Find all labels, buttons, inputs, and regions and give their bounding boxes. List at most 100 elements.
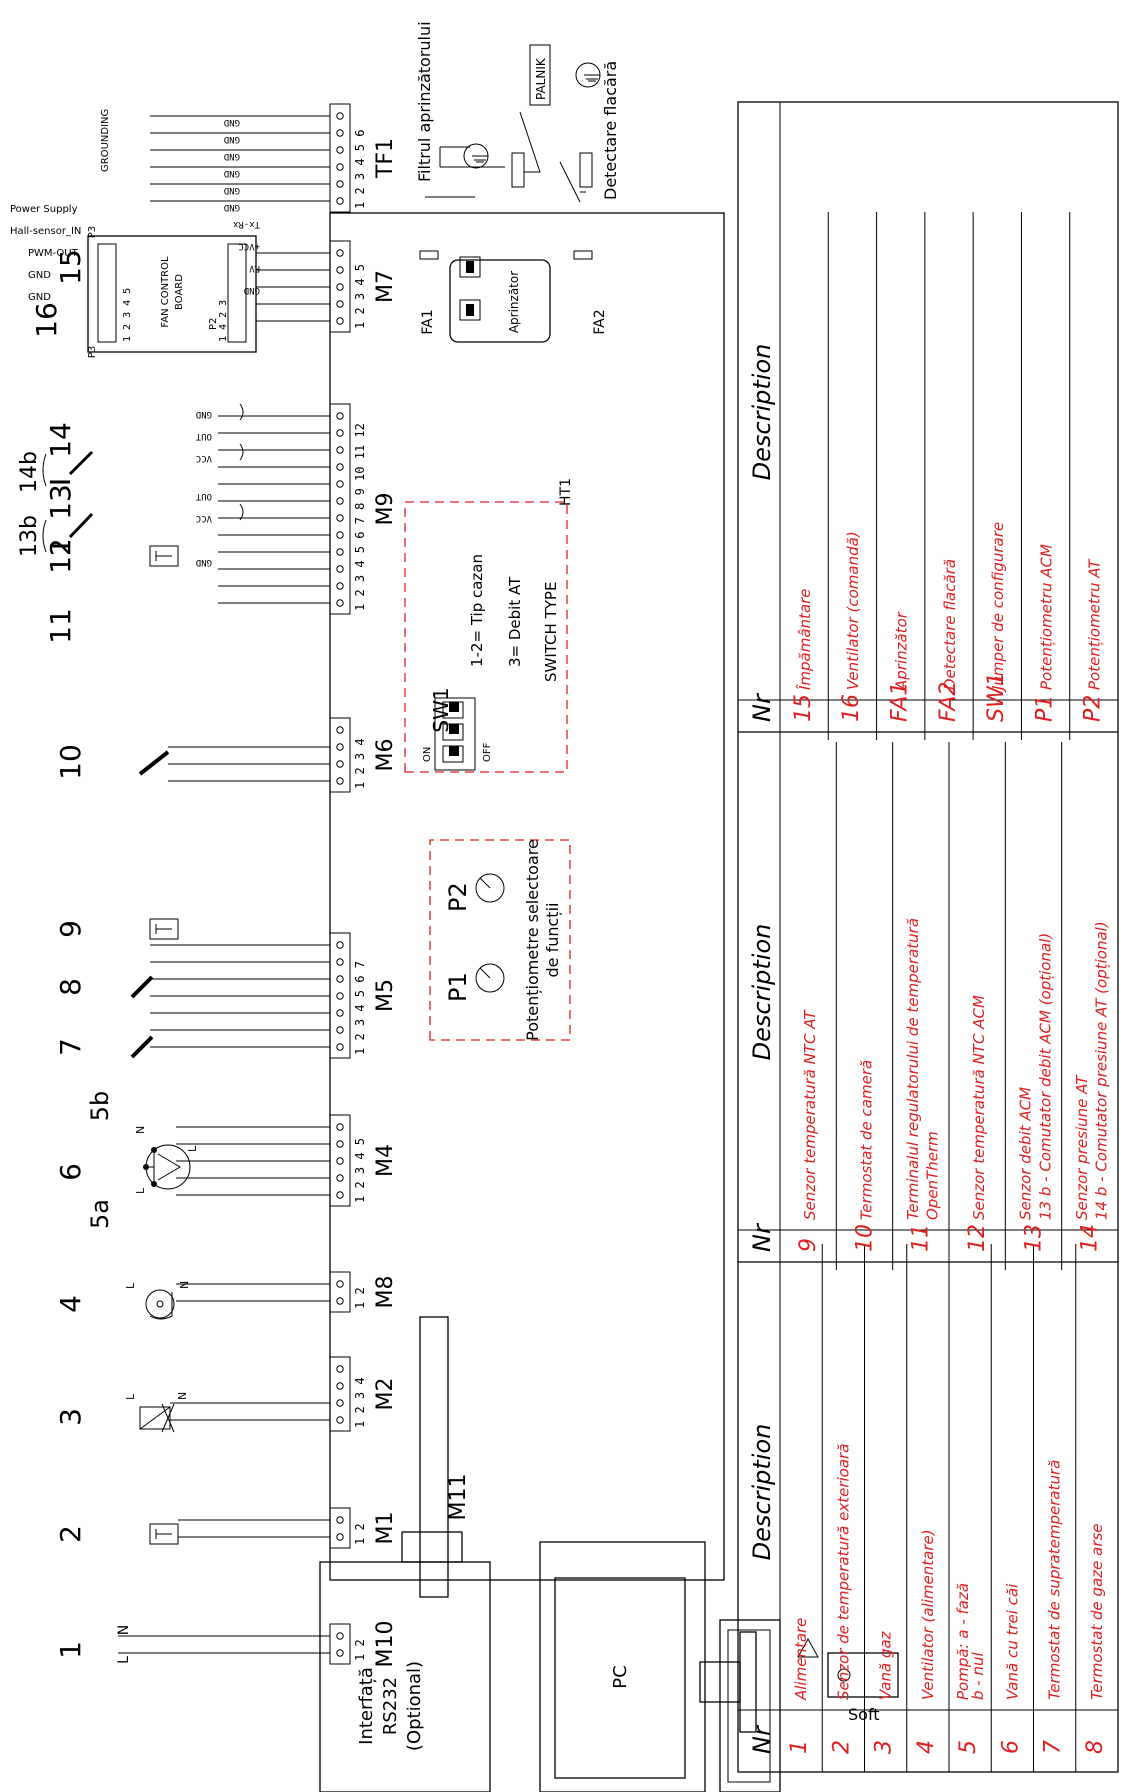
svg-text:Vană gaz: Vană gaz [877, 1630, 895, 1700]
burner-ground-icon [575, 62, 601, 88]
label-14: 14 [44, 422, 77, 458]
svg-text:L: L [134, 1187, 147, 1194]
m11-label: M11 [446, 1474, 471, 1521]
svg-text:L: L [124, 1393, 137, 1400]
label-1: 1 [54, 1641, 87, 1659]
svg-text:14 b - Comutator presiune AT (: 14 b - Comutator presiune AT (opțional) [1093, 921, 1111, 1220]
svg-text:7: 7 [1041, 1740, 1066, 1754]
ntc-acm-icon [149, 545, 179, 567]
svg-text:(Optional): (Optional) [404, 1661, 425, 1751]
svg-text:1 2 3 4 5: 1 2 3 4 5 [353, 1138, 367, 1203]
label-6: 6 [54, 1163, 87, 1181]
ignition-leads [425, 111, 593, 203]
svg-text:BOARD: BOARD [174, 274, 185, 310]
svg-text:OUT: OUT [195, 431, 212, 441]
svg-text:FA2: FA2 [936, 682, 961, 722]
svg-text:GND: GND [224, 117, 240, 127]
svg-text:Power Supply: Power Supply [10, 204, 78, 215]
svg-text:SW1: SW1 [984, 672, 1009, 722]
svg-text:GND: GND [28, 270, 51, 281]
potentiometer-group [429, 839, 571, 1041]
connector-m8-label: M8 [373, 1276, 398, 1309]
label-13b: 13b [17, 515, 42, 557]
sw1-group [404, 501, 568, 773]
svg-text:6: 6 [998, 1740, 1023, 1754]
svg-text:L: L [186, 1145, 199, 1152]
svg-text:1-2= Tip cazan: 1-2= Tip cazan [468, 554, 486, 667]
svg-text:3= Debit AT: 3= Debit AT [506, 576, 524, 667]
svg-text:N: N [134, 1126, 147, 1134]
svg-text:VCC: VCC [196, 453, 212, 463]
thermistor-icon [149, 1523, 179, 1545]
svg-text:1 2: 1 2 [353, 1287, 367, 1309]
device-wires [118, 115, 330, 1654]
pc-label: PC [610, 1665, 631, 1688]
svg-text:13: 13 [1021, 1224, 1046, 1252]
pot-caption: Potențiometre selectoare [523, 839, 542, 1041]
svg-text:Terminalul regulatorului de te: Terminalul regulatorului de temperatură [904, 918, 922, 1220]
fan-icon [145, 1289, 175, 1320]
label-12: 12 [44, 538, 77, 574]
svg-text:1 2 3 4 5 6 7: 1 2 3 4 5 6 7 [353, 961, 367, 1055]
svg-text:SWITCH TYPE: SWITCH TYPE [542, 582, 560, 682]
svg-text:Pompă: a - fază: Pompă: a - fază [954, 1583, 972, 1700]
svg-text:1 2 3 4: 1 2 3 4 [353, 1377, 367, 1428]
connector-m8: 1 2 M8 [329, 1271, 398, 1313]
svg-text:Potențiometru AT: Potențiometru AT [1086, 558, 1104, 690]
svg-text:Jumper de configurare: Jumper de configurare [989, 522, 1007, 693]
label-5a: 5a [86, 1199, 114, 1229]
filtrul-label: Filtrul aprinzătorului [415, 21, 434, 182]
svg-text:P2: P2 [208, 318, 219, 330]
svg-text:PWM-OUT: PWM-OUT [28, 248, 79, 259]
soft-disk-icon [797, 1637, 899, 1698]
svg-text:P3: P3 [87, 346, 98, 358]
svg-text:Împământare: Împământare [795, 588, 814, 690]
detectare-label: Detectare flacără [601, 61, 620, 200]
sw1-dip-switch-icon [434, 697, 476, 771]
svg-text:FAN CONTROL: FAN CONTROL [160, 256, 171, 328]
keyboard-icon [719, 1619, 781, 1792]
svg-text:13 b - Comutator debit ACM (op: 13 b - Comutator debit ACM (opțional) [1036, 933, 1054, 1220]
connector-m7-label: M7 [373, 270, 398, 303]
svg-text:1 2 3 4 5: 1 2 3 4 5 [122, 288, 133, 342]
svg-text:Termostat de gaze arse: Termostat de gaze arse [1088, 1523, 1106, 1700]
label-13: 13 [44, 484, 77, 520]
svg-text:GND: GND [224, 151, 240, 161]
label-9: 9 [54, 920, 87, 938]
svg-text:L: L [124, 1282, 137, 1289]
svg-text:P3: P3 [87, 226, 98, 238]
svg-text:8: 8 [1083, 1740, 1108, 1754]
table-header-nr-3: Nr [748, 692, 776, 722]
svg-text:GND: GND [224, 202, 240, 212]
control-board [329, 212, 725, 1581]
label-11: 11 [44, 608, 77, 644]
connector-m9-label: M9 [373, 493, 398, 526]
label-2: 2 [54, 1525, 87, 1543]
svg-text:GND: GND [224, 168, 240, 178]
fa1-label: FA1 [420, 309, 436, 334]
palnik-label: PALNIK [534, 57, 548, 100]
connector-tf1-label: TF1 [373, 138, 398, 179]
connector-m4-label: M4 [373, 1144, 398, 1177]
svg-text:Tx-Rx: Tx-Rx [232, 219, 260, 229]
connector-m5-label: M5 [373, 979, 398, 1012]
svg-text:1 2 3 4: 1 2 3 4 [353, 738, 367, 789]
svg-text:Ventilator (alimentare): Ventilator (alimentare) [919, 1529, 937, 1700]
